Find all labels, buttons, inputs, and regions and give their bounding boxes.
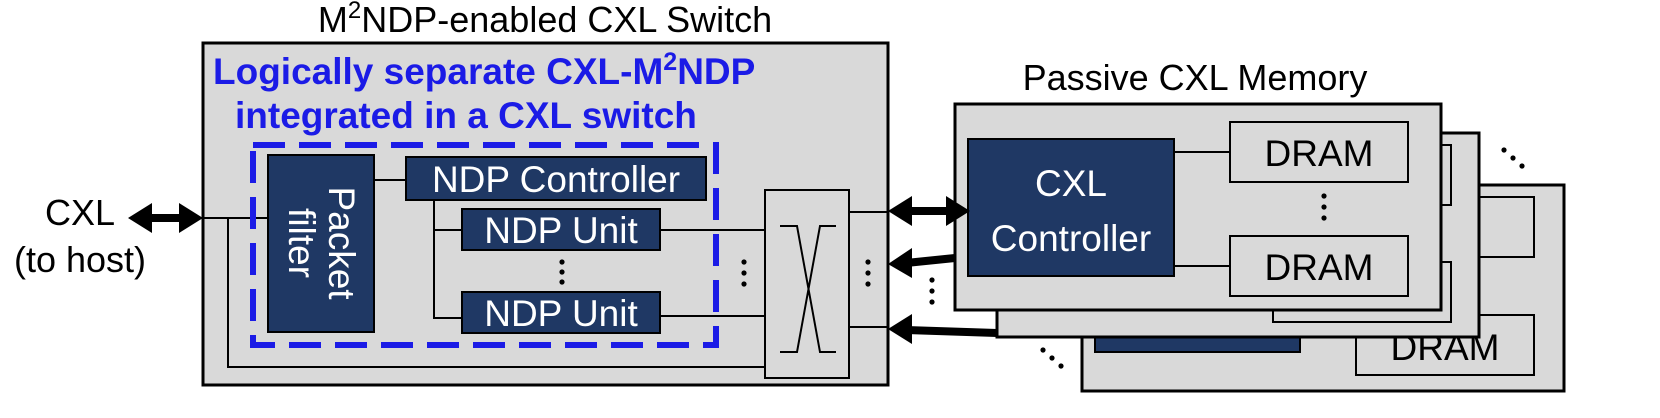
- host-label-line1: CXL: [45, 192, 115, 233]
- switch-title: M2NDP-enabled CXL Switch: [318, 0, 772, 40]
- dram-top-label: DRAM: [1265, 133, 1374, 174]
- ndp-controller-label: NDP Controller: [432, 159, 680, 200]
- host-label-line2: (to host): [14, 239, 146, 280]
- memory-stack-ellipsis-bottom: [1040, 347, 1064, 369]
- crossbar-input-ellipsis: [741, 259, 747, 287]
- ndp-unit-bottom-label: NDP Unit: [484, 293, 638, 334]
- dram-top: [1229, 121, 1409, 183]
- crossbar-path-b: [780, 225, 836, 353]
- dram-bottom-label: DRAM: [1265, 247, 1374, 288]
- units-ellipsis: [559, 259, 565, 285]
- host-double-arrow: [128, 203, 203, 233]
- svg-text:filter: filter: [281, 208, 322, 278]
- svg-text:Packet: Packet: [321, 186, 362, 300]
- memory-stack-ellipsis-top: [1501, 147, 1525, 169]
- cxl-controller-label-line1: CXL: [1035, 163, 1107, 204]
- ndp-unit-bottom: [461, 291, 661, 334]
- callout-line2: integrated in a CXL switch: [235, 95, 697, 136]
- controller-to-units-line: [433, 200, 462, 319]
- ndp-unit-top-label: NDP Unit: [484, 210, 638, 251]
- cxl-m2ndp-boundary: [250, 142, 719, 348]
- cxl-controller-label-line2: Controller: [991, 218, 1151, 259]
- callout-line1: Logically separate CXL-M2NDP: [213, 48, 755, 92]
- memory-title: Passive CXL Memory: [1023, 57, 1368, 98]
- packet-filter: [267, 154, 375, 333]
- dram-bottom: [1229, 235, 1409, 297]
- dram-ellipsis: [1321, 193, 1327, 221]
- switch-to-memory-arrow-middle: [888, 248, 956, 278]
- cxl-controller: [967, 138, 1175, 277]
- packet-filter-label: Packet filter: [281, 186, 362, 300]
- ndp-controller: [405, 156, 707, 201]
- switch-to-memory-arrow-bottom: [888, 314, 998, 344]
- crossbar-output-ellipsis: [865, 259, 871, 287]
- memory-stack-ellipsis-left: [929, 277, 935, 305]
- switch-to-memory-arrow-top: [888, 196, 970, 226]
